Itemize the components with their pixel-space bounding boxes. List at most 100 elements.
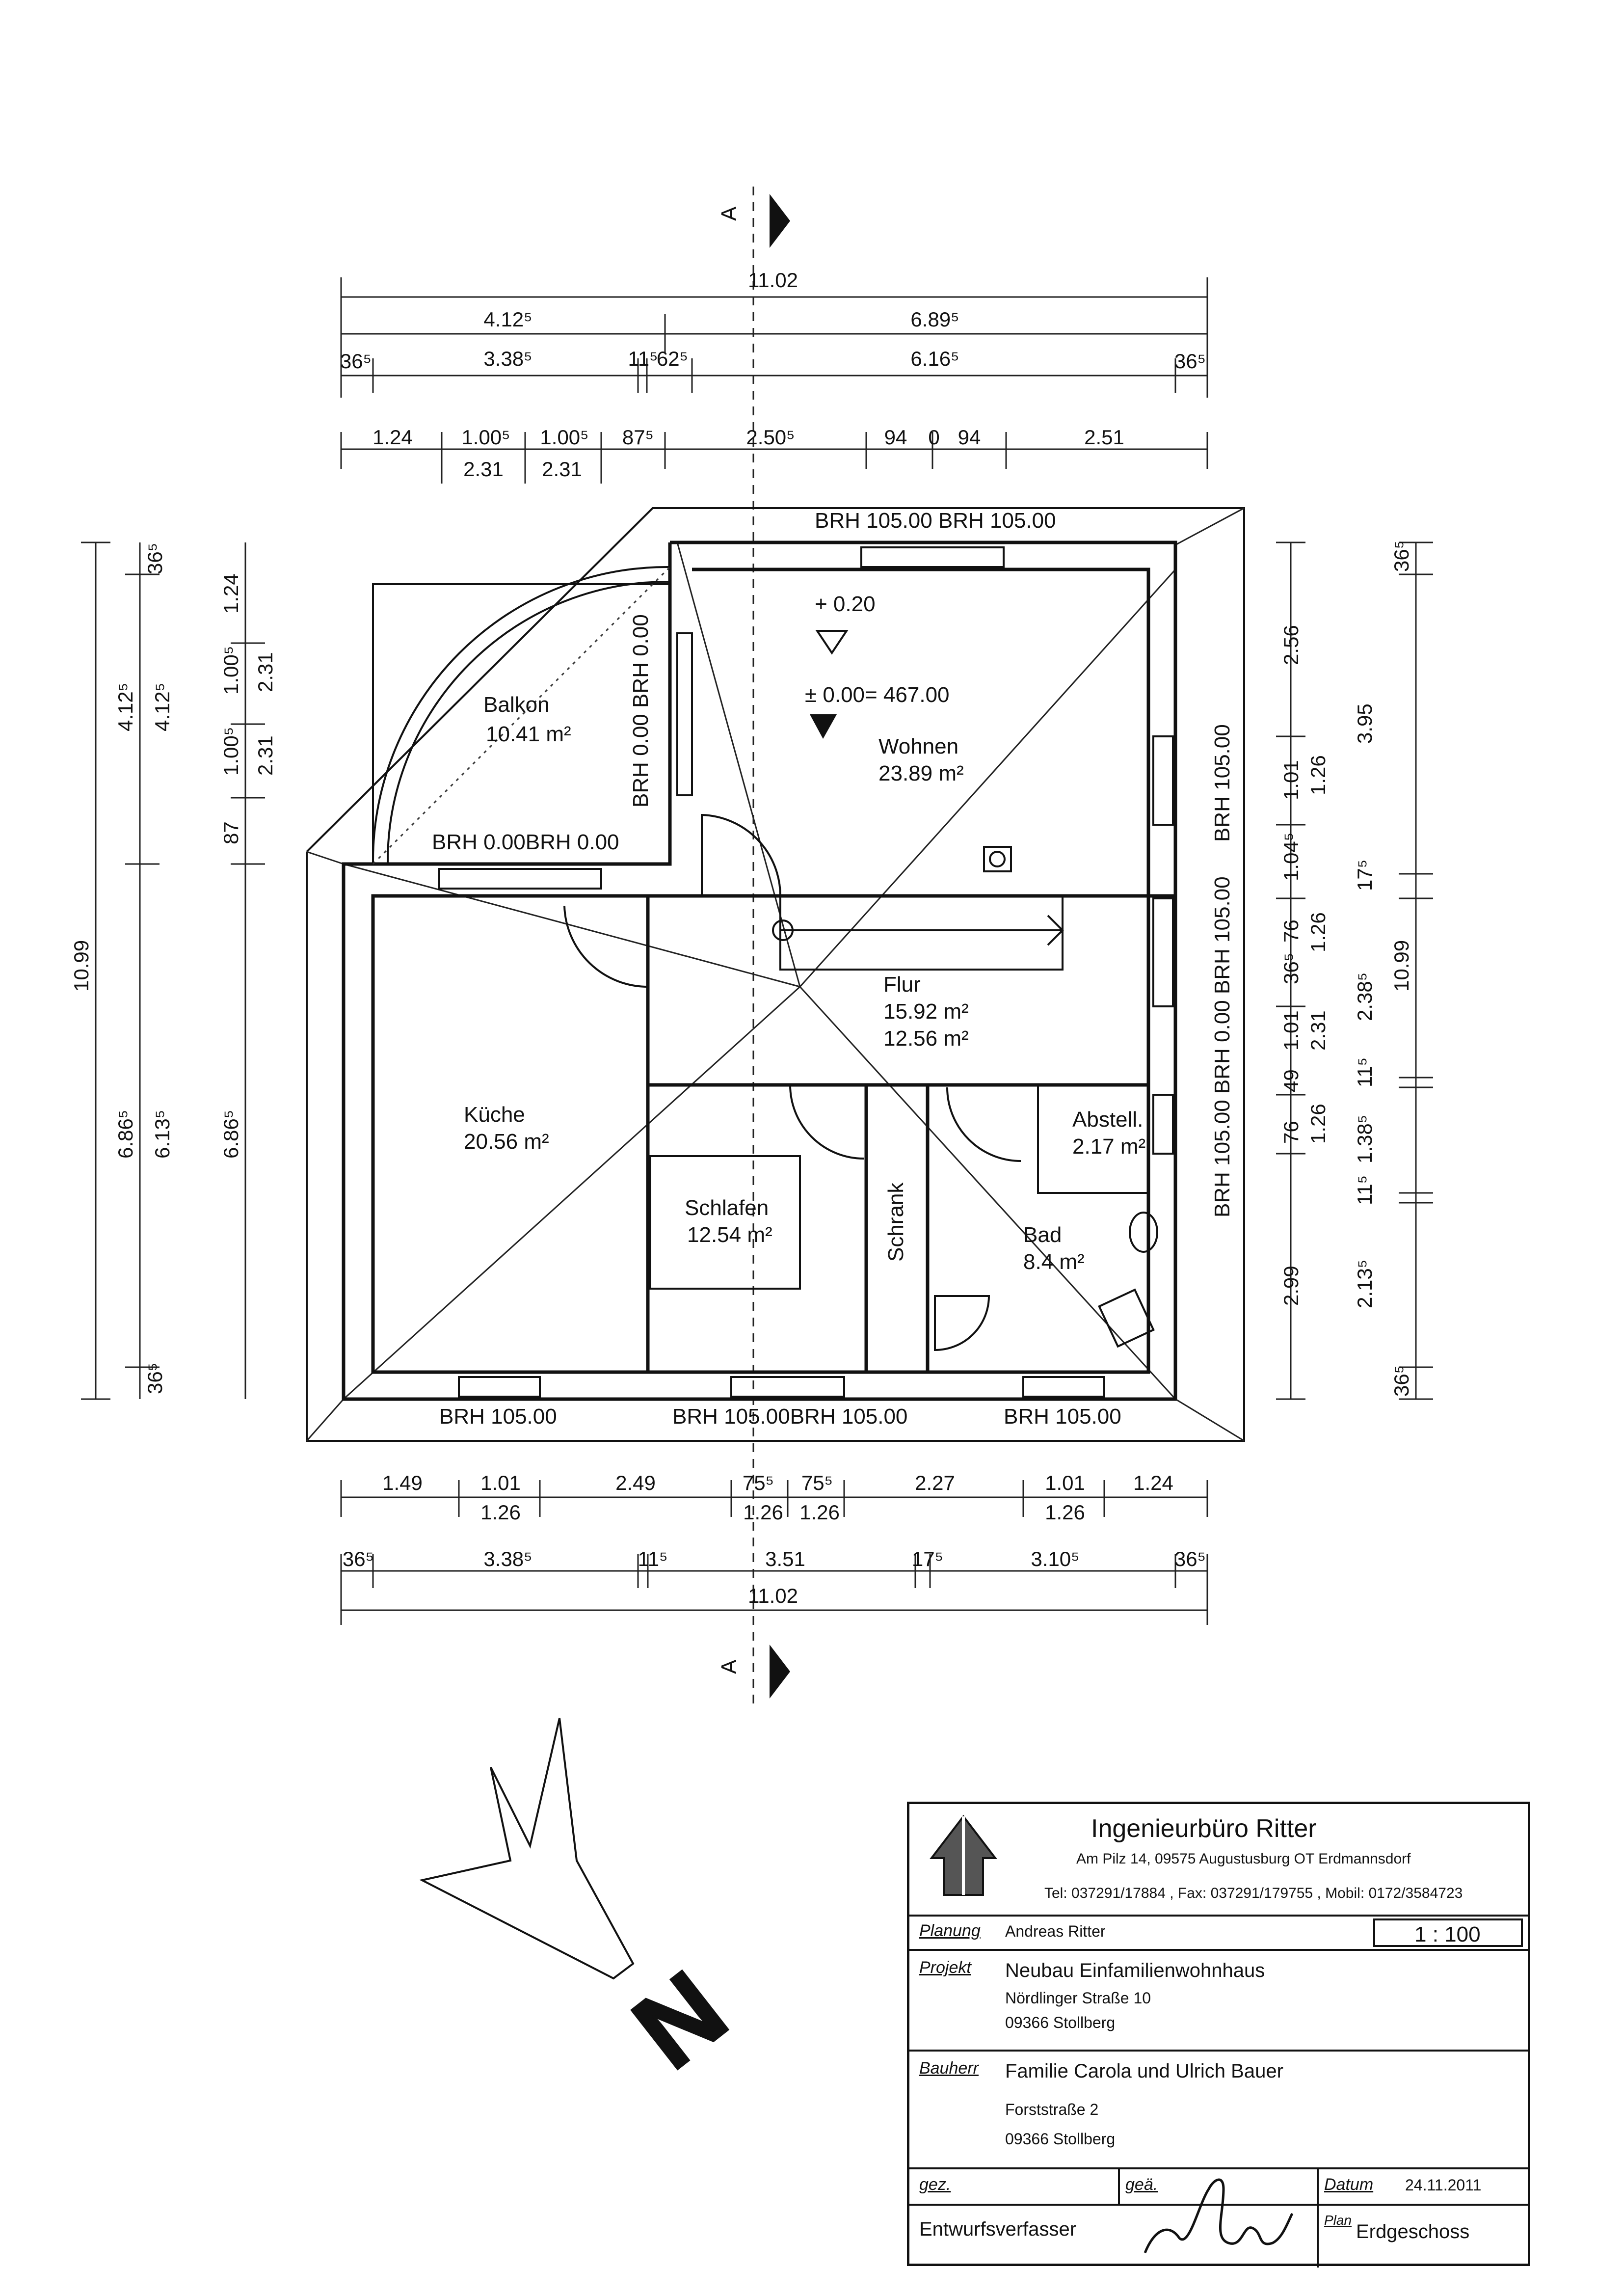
dim-right-2135: 2.13⁵ xyxy=(1353,1260,1376,1308)
room-schrank-name: Schrank xyxy=(884,1182,908,1262)
brh-labels: BRH 105.00 BRH 105.00 BRH 0.00BRH 0.00 B… xyxy=(432,509,1234,1429)
brh-balkon-bottom: BRH 0.00BRH 0.00 xyxy=(432,830,619,854)
projekt-title: Neubau Einfamilienwohnhaus xyxy=(1005,1960,1265,1981)
dim-top-2: 6.89⁵ xyxy=(910,308,959,331)
dim-right-76b: 76 xyxy=(1279,1121,1303,1144)
company-name: Ingenieurbüro Ritter xyxy=(1091,1814,1317,1843)
dim-open-4: 87⁵ xyxy=(622,426,654,449)
dim-bottom-sub-4: 1.26 xyxy=(1045,1501,1085,1524)
section-arrow-bottom xyxy=(770,1645,790,1699)
brh-bottom-mid: BRH 105.00BRH 105.00 xyxy=(672,1405,907,1429)
roof-outline xyxy=(306,507,1245,1442)
projekt-row: Projekt Neubau Einfamilienwohnhaus Nördl… xyxy=(909,1949,1528,2050)
dim-left-wall-bottom: 36⁵ xyxy=(143,1363,166,1394)
dim-right-175: 17⁵ xyxy=(1353,860,1376,891)
north-label: N xyxy=(612,1948,748,2091)
room-abstell-area: 2.17 m² xyxy=(1072,1134,1145,1159)
dim-bottom-sub-3: 1.26 xyxy=(799,1501,840,1524)
room-flur-area2: 12.56 m² xyxy=(883,1026,969,1051)
dim-right-sub-126a: 1.26 xyxy=(1306,755,1330,795)
dim-right-1045: 1.04⁵ xyxy=(1279,833,1303,881)
dim-bottom-4: 75⁵ xyxy=(743,1471,774,1494)
dim-bottom-total: 11.02 xyxy=(748,1584,798,1607)
dim-bottom-6: 2.27 xyxy=(915,1471,955,1494)
brh-right-lower: BRH 105.00 BRH 0.00 BRH 105.00 xyxy=(1210,876,1234,1217)
dim-top-338: 3.38⁵ xyxy=(483,347,532,370)
company-logo xyxy=(929,1814,998,1896)
dim-open-3: 1.00⁵ xyxy=(540,426,588,449)
dim-right-395: 3.95 xyxy=(1353,703,1376,744)
dim-left-412: 4.12⁵ xyxy=(114,683,137,731)
walls xyxy=(342,540,1177,1401)
dim-open-6: 94 xyxy=(884,426,907,449)
dim-right-total: 10.99 xyxy=(1390,940,1413,992)
dim-bottom-351: 3.51 xyxy=(765,1547,805,1570)
dim-right-299: 2.99 xyxy=(1279,1266,1303,1306)
dim-bottom-wall-right: 36⁵ xyxy=(1174,1547,1206,1570)
brh-balkon-right: BRH 0.00 BRH 0.00 xyxy=(629,614,653,808)
dim-top-wall-left: 36⁵ xyxy=(340,350,372,373)
dim-open-sub-1: 2.31 xyxy=(463,458,504,481)
dim-bottom-5: 75⁵ xyxy=(801,1471,833,1494)
dim-right-115b: 11⁵ xyxy=(1353,1175,1376,1205)
dim-top-1: 4.12⁵ xyxy=(483,308,532,331)
datum-key: Datum xyxy=(1324,2175,1374,2194)
dim-bottom-8: 1.24 xyxy=(1133,1471,1173,1494)
room-flur-name: Flur xyxy=(883,972,921,997)
dim-bottom-1: 1.49 xyxy=(382,1471,423,1494)
dim-left-87: 87 xyxy=(219,821,242,844)
dim-right-2385: 2.38⁵ xyxy=(1353,972,1376,1021)
dim-bottom-115: 11⁵ xyxy=(638,1547,667,1570)
room-schlafen-name: Schlafen xyxy=(685,1196,769,1220)
dim-left-686b: 6.86⁵ xyxy=(219,1110,242,1159)
section-label-bottom: A xyxy=(717,1659,741,1674)
dim-right-365: 36⁵ xyxy=(1279,953,1303,984)
plan-value: Erdgeschoss xyxy=(1356,2221,1470,2242)
left-dimensions: 10.99 36⁵ 4.12⁵ 6.86⁵ 36⁵ 4.12⁵ 6.13⁵ 1.… xyxy=(70,541,277,1400)
divider-datum xyxy=(1317,2169,1319,2268)
dim-top-616: 6.16⁵ xyxy=(910,347,959,370)
dim-open-8: 94 xyxy=(958,426,981,449)
dim-left-124: 1.24 xyxy=(219,573,242,614)
dim-right-1385: 1.38⁵ xyxy=(1353,1115,1376,1163)
dim-bottom-sub-1: 1.26 xyxy=(480,1501,521,1524)
section-line: A A xyxy=(717,187,790,1703)
planung-value: Andreas Ritter xyxy=(1005,1922,1106,1940)
dim-right-wall-bottom: 36⁵ xyxy=(1390,1365,1413,1397)
dim-top-total: 11.02 xyxy=(748,269,798,292)
dim-left-231b: 2.31 xyxy=(254,735,277,776)
top-dimensions: 11.02 4.12⁵ 6.89⁵ 36⁵ 3.38⁵ 11⁵ 62⁵ 6.16… xyxy=(340,269,1208,484)
dim-open-1: 1.24 xyxy=(372,426,413,449)
north-arrow: N xyxy=(419,1718,749,2093)
brh-bottom-left: BRH 105.00 xyxy=(439,1405,557,1429)
dim-open-9: 2.51 xyxy=(1084,426,1124,449)
dim-left-613: 6.13⁵ xyxy=(151,1110,174,1159)
title-block: Ingenieurbüro Ritter Am Pilz 14, 09575 A… xyxy=(907,1802,1530,2268)
room-labels: Balkon 10.41 m² Wohnen 23.89 m² Flur 15.… xyxy=(464,693,1145,1274)
dim-right-76a: 76 xyxy=(1279,919,1303,943)
brh-right-upper: BRH 105.00 xyxy=(1210,724,1234,842)
planung-key: Planung xyxy=(919,1921,981,1940)
dim-bottom-wall-left: 36⁵ xyxy=(343,1547,374,1570)
dim-open-7: 0 xyxy=(928,426,939,449)
scale-box: 1 : 100 xyxy=(1373,1918,1523,1947)
dim-right-101a: 1.01 xyxy=(1279,760,1303,800)
projekt-city: 09366 Stollberg xyxy=(1005,2014,1116,2031)
datum-value: 24.11.2011 xyxy=(1405,2176,1482,2194)
room-abstell-name: Abstell. xyxy=(1072,1107,1143,1132)
brh-top: BRH 105.00 BRH 105.00 xyxy=(815,509,1056,533)
divider-row xyxy=(909,2204,1528,2206)
bauherr-row: Bauherr Familie Carola und Ulrich Bauer … xyxy=(909,2050,1528,2167)
bauherr-street: Forststraße 2 xyxy=(1005,2101,1099,2118)
dim-bottom-7: 1.01 xyxy=(1045,1471,1085,1494)
dim-left-wall-top: 36⁵ xyxy=(143,543,166,574)
room-kueche-name: Küche xyxy=(464,1103,525,1127)
room-kueche-area: 20.56 m² xyxy=(464,1130,549,1154)
level-base: ± 0.00= 467.00 xyxy=(805,683,950,707)
right-dimensions: 2.56 1.01 1.04⁵ 76 36⁵ 1.01 49 76 2.99 1… xyxy=(1276,540,1433,1400)
dim-top-wall-right: 36⁵ xyxy=(1174,350,1206,373)
room-wohnen-area: 23.89 m² xyxy=(878,761,964,785)
dim-left-686: 6.86⁵ xyxy=(114,1110,137,1159)
dim-right-49: 49 xyxy=(1279,1069,1303,1092)
